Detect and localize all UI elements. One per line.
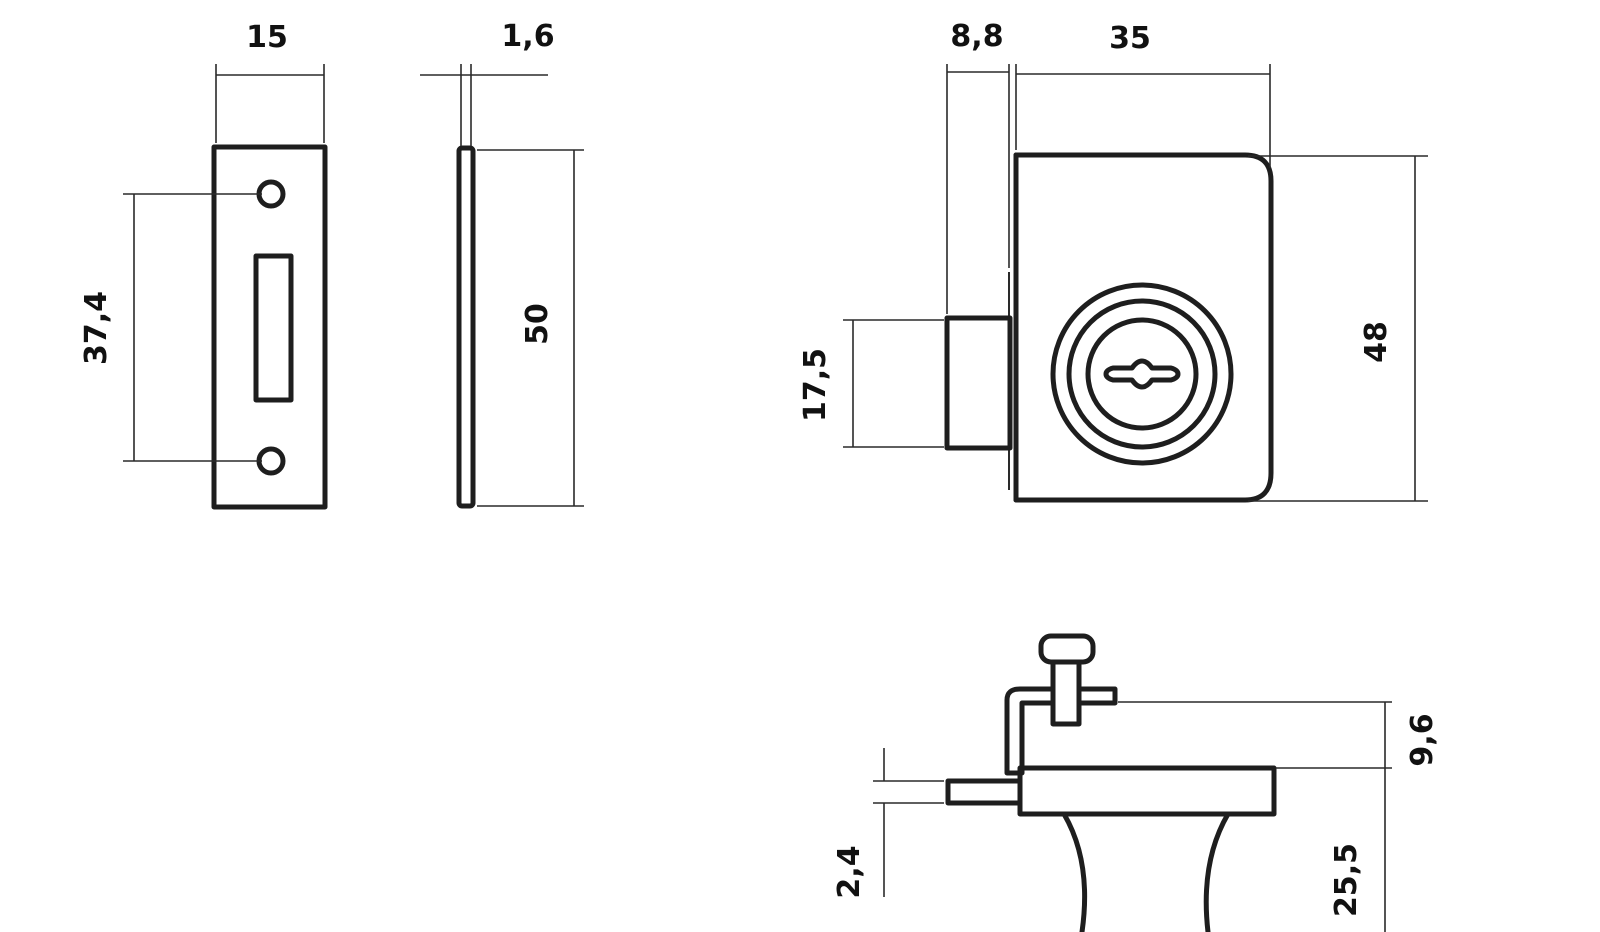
strike-plate-front-view: 15 37,4	[79, 20, 328, 510]
side-knob-left	[1061, 811, 1088, 932]
side-knob-right	[1203, 811, 1231, 932]
dim-body-width-label: 35	[1109, 21, 1151, 56]
strike-plate-outline	[211, 144, 328, 510]
cylinder-inner-ring	[1085, 317, 1199, 431]
lock-front-view: 8,8 35 48 17,5	[798, 19, 1428, 503]
dim-bolt-height-label: 17,5	[798, 348, 833, 422]
screw-shank	[1050, 659, 1082, 727]
dim-hole-spacing-label: 37,4	[79, 291, 114, 365]
dim-body-depth-label: 25,5	[1329, 843, 1364, 917]
lower-screw-hole	[256, 446, 286, 476]
cylinder-middle-ring	[1066, 298, 1218, 450]
dim-thickness-label: 1,6	[501, 19, 554, 54]
cylinder-outer-ring	[1050, 282, 1234, 466]
bolt	[944, 315, 1013, 451]
screw-head	[1038, 633, 1096, 665]
keyhole	[1103, 358, 1181, 390]
side-body-top	[1017, 765, 1277, 817]
dim-plate-thickness-label: 2,4	[832, 845, 867, 898]
dim-clamp-height-label: 9,6	[1405, 713, 1440, 766]
clamp-bracket	[1004, 686, 1118, 776]
dim-width-label: 15	[246, 20, 288, 55]
upper-screw-hole	[256, 179, 286, 209]
lock-side-view: 9,6 2,4 25,5	[832, 633, 1440, 932]
strike-plate-side-view: 1,6 50	[420, 19, 584, 509]
bolt-slot	[253, 253, 294, 403]
side-plate	[945, 778, 1023, 806]
strike-plate-side-outline	[456, 145, 476, 509]
dim-height-label: 50	[520, 303, 555, 345]
dim-body-height-label: 48	[1359, 321, 1394, 363]
dim-bolt-depth-label: 8,8	[950, 19, 1003, 54]
